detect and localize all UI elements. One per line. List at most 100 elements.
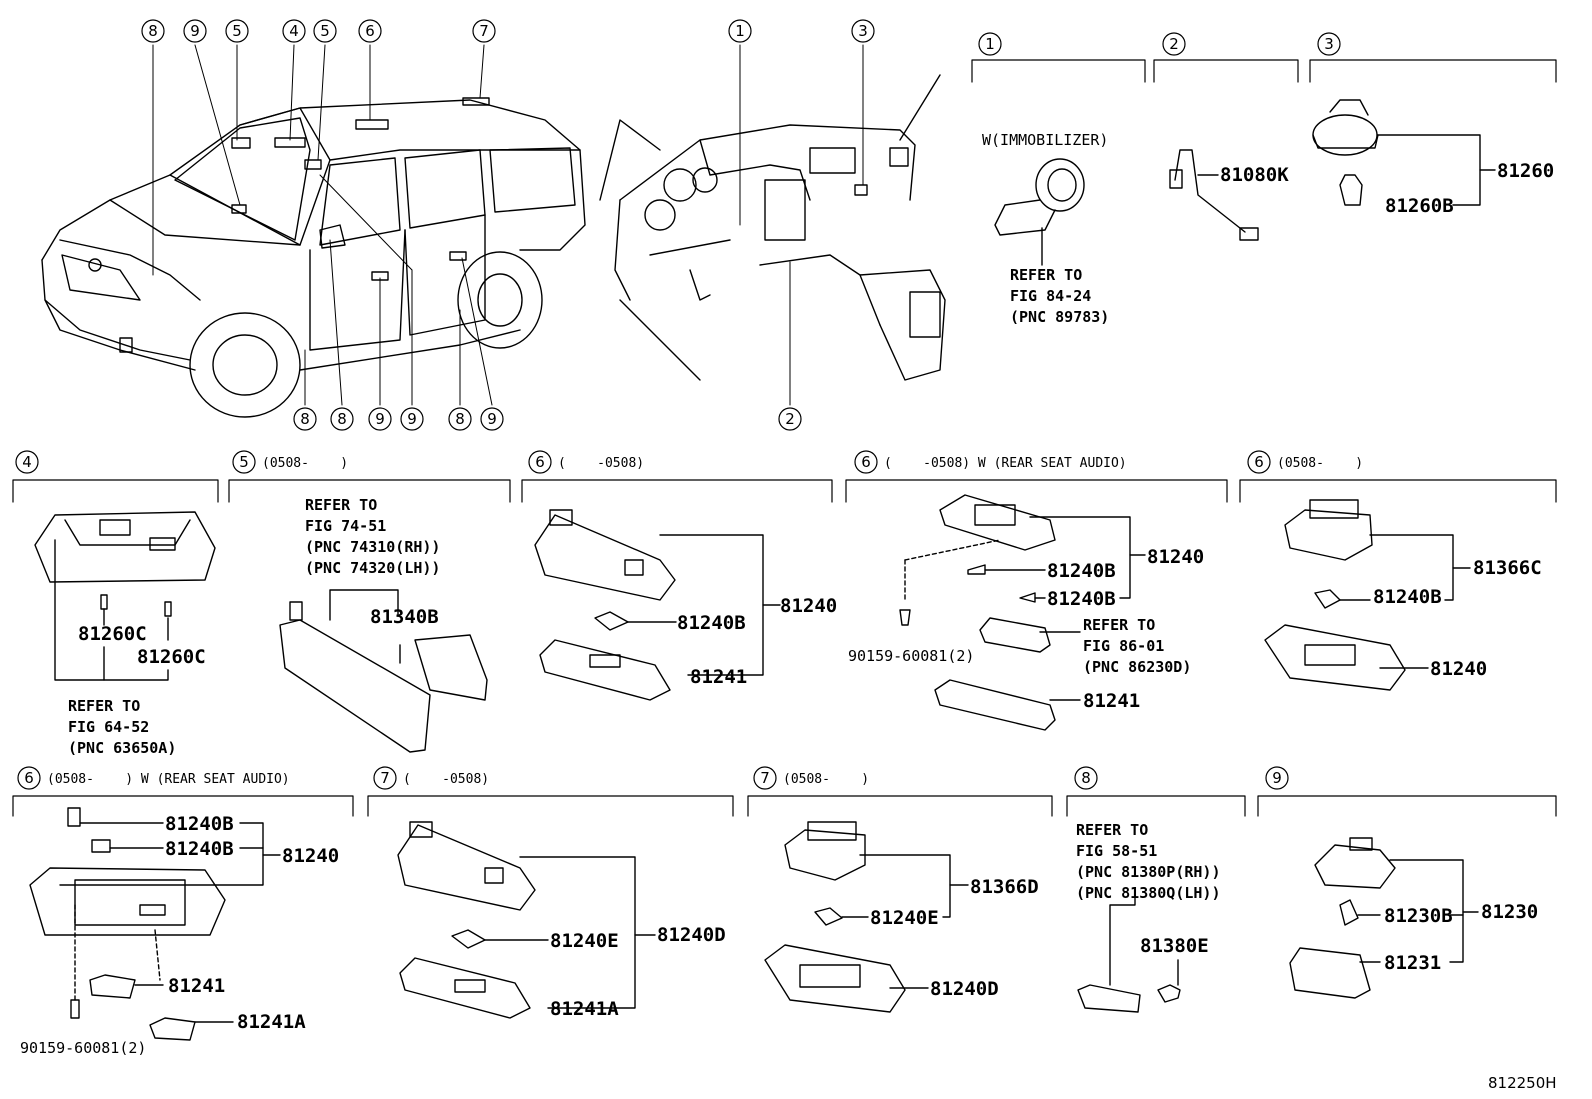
panel-5-ref-4: (PNC 74320(LH)) [305, 559, 440, 577]
panel-num-6c: 6 [1254, 453, 1264, 471]
panel-5-header: (0508- ) [262, 456, 348, 471]
part-81240-6b: 81240 [1147, 546, 1204, 568]
dash-callout-leaders [739, 44, 864, 406]
callout-dash-1: 1 [735, 22, 745, 40]
panel-1-ref-1: REFER TO [1010, 266, 1082, 284]
part-81260C-a: 81260C [78, 623, 147, 645]
part-81260: 81260 [1497, 160, 1554, 182]
panel-num-2: 2 [1169, 35, 1179, 53]
callout-car-3: 5 [232, 22, 242, 40]
row3-panel-brackets [12, 795, 1557, 817]
callout-dash-3: 2 [785, 410, 795, 428]
part-81241A-6d: 81241A [237, 1011, 306, 1033]
panel-7b-header: (0508- ) [783, 772, 869, 787]
panel-num-4: 4 [22, 453, 32, 471]
map-lamp-7a [397, 821, 656, 1019]
map-lamp-6a [534, 509, 781, 701]
sensor-cable [1169, 149, 1259, 241]
part-81240B-6c: 81240B [1373, 586, 1442, 608]
panel-8-ref-1: REFER TO [1076, 821, 1148, 839]
vanity-lamp-9 [1289, 837, 1479, 999]
callout-car-10: 9 [375, 410, 385, 428]
map-lamp-6b [899, 494, 1146, 731]
panel-6b-ref-1: REFER TO [1083, 616, 1155, 634]
panel-4-ref-3: (PNC 63650A) [68, 739, 176, 757]
callout-car-7: 7 [479, 22, 489, 40]
callout-dash-2: 3 [858, 22, 868, 40]
panel-8-ref-2: FIG 58-51 [1076, 842, 1157, 860]
part-81366C: 81366C [1473, 557, 1542, 579]
top-panel-brackets [971, 59, 1557, 83]
map-lamp-7b [764, 821, 969, 1013]
panel-1-ref-2: FIG 84-24 [1010, 287, 1091, 305]
callout-circles [15, 19, 1341, 790]
callout-car-6: 6 [365, 22, 375, 40]
part-81230B: 81230B [1384, 905, 1453, 927]
panel-6c-header: (0508- ) [1277, 456, 1363, 471]
part-81340B: 81340B [370, 606, 439, 628]
part-81260C-b: 81260C [137, 646, 206, 668]
part-81240E-7b: 81240E [870, 907, 939, 929]
part-90159-60081-6b: 90159-60081(2) [848, 647, 974, 665]
part-81231: 81231 [1384, 952, 1441, 974]
map-lamp-6c [1264, 499, 1471, 691]
part-81240B-6a: 81240B [677, 612, 746, 634]
row2-panel-brackets [12, 479, 1557, 503]
panel-6d-header: (0508- ) W (REAR SEAT AUDIO) [47, 772, 290, 787]
callout-car-4: 4 [289, 22, 299, 40]
panel-1-ref-3: (PNC 89783) [1010, 308, 1109, 326]
callout-car-5: 5 [320, 22, 330, 40]
panel-num-1: 1 [985, 35, 995, 53]
panel-num-6b: 6 [861, 453, 871, 471]
panel-num-9: 9 [1272, 769, 1282, 787]
panel-num-7a: 7 [380, 769, 390, 787]
part-81260B: 81260B [1385, 195, 1454, 217]
part-81240B-6d-1: 81240B [165, 813, 234, 835]
panel-num-7b: 7 [760, 769, 770, 787]
figure-code: 812250H [1488, 1074, 1557, 1092]
map-lamp-6d [29, 807, 281, 1041]
part-81240D-7b: 81240D [930, 978, 999, 1000]
part-81240-6c: 81240 [1430, 658, 1487, 680]
callout-car-11: 9 [407, 410, 417, 428]
panel-6a-header: ( -0508) [558, 456, 644, 471]
immobilizer-coil [994, 158, 1085, 266]
panel-7a-header: ( -0508) [403, 772, 489, 787]
panel-6b-ref-2: FIG 86-01 [1083, 637, 1164, 655]
panel-1-variant: W(IMMOBILIZER) [982, 131, 1108, 149]
callout-car-13: 9 [487, 410, 497, 428]
panel-6b-header: ( -0508) W (REAR SEAT AUDIO) [884, 456, 1127, 471]
ignition-lamp [1312, 99, 1496, 206]
dashboard-illustration [599, 74, 946, 381]
panel-5-ref-2: FIG 74-51 [305, 517, 386, 535]
part-81241-6a: 81241 [690, 666, 747, 688]
part-81241A-7a: 81241A [550, 998, 619, 1020]
part-81241-6d: 81241 [168, 975, 225, 997]
part-90159-60081-6d: 90159-60081(2) [20, 1039, 146, 1057]
part-81240E-7a: 81240E [550, 930, 619, 952]
panel-4-ref-1: REFER TO [68, 697, 140, 715]
callout-car-1: 8 [148, 22, 158, 40]
part-81380E: 81380E [1140, 935, 1209, 957]
panel-8-ref-4: (PNC 81380Q(LH)) [1076, 884, 1221, 902]
panel-5-ref-3: (PNC 74310(RH)) [305, 538, 440, 556]
panel-num-6d: 6 [24, 769, 34, 787]
part-81240B-6b-1: 81240B [1047, 560, 1116, 582]
part-81366D: 81366D [970, 876, 1039, 898]
vehicle-illustration [41, 97, 586, 418]
panel-6b-ref-3: (PNC 86230D) [1083, 658, 1191, 676]
part-81240-6a: 81240 [780, 595, 837, 617]
panel-num-6a: 6 [535, 453, 545, 471]
callout-car-12: 8 [455, 410, 465, 428]
car-callout-leaders [152, 44, 493, 406]
part-81240B-6d-2: 81240B [165, 838, 234, 860]
part-81080K: 81080K [1220, 164, 1289, 186]
panel-4-ref-2: FIG 64-52 [68, 718, 149, 736]
part-81240-6d: 81240 [282, 845, 339, 867]
panel-num-8: 8 [1081, 769, 1091, 787]
callout-car-9: 8 [337, 410, 347, 428]
part-81240B-6b-2: 81240B [1047, 588, 1116, 610]
part-81240D-7a: 81240D [657, 924, 726, 946]
